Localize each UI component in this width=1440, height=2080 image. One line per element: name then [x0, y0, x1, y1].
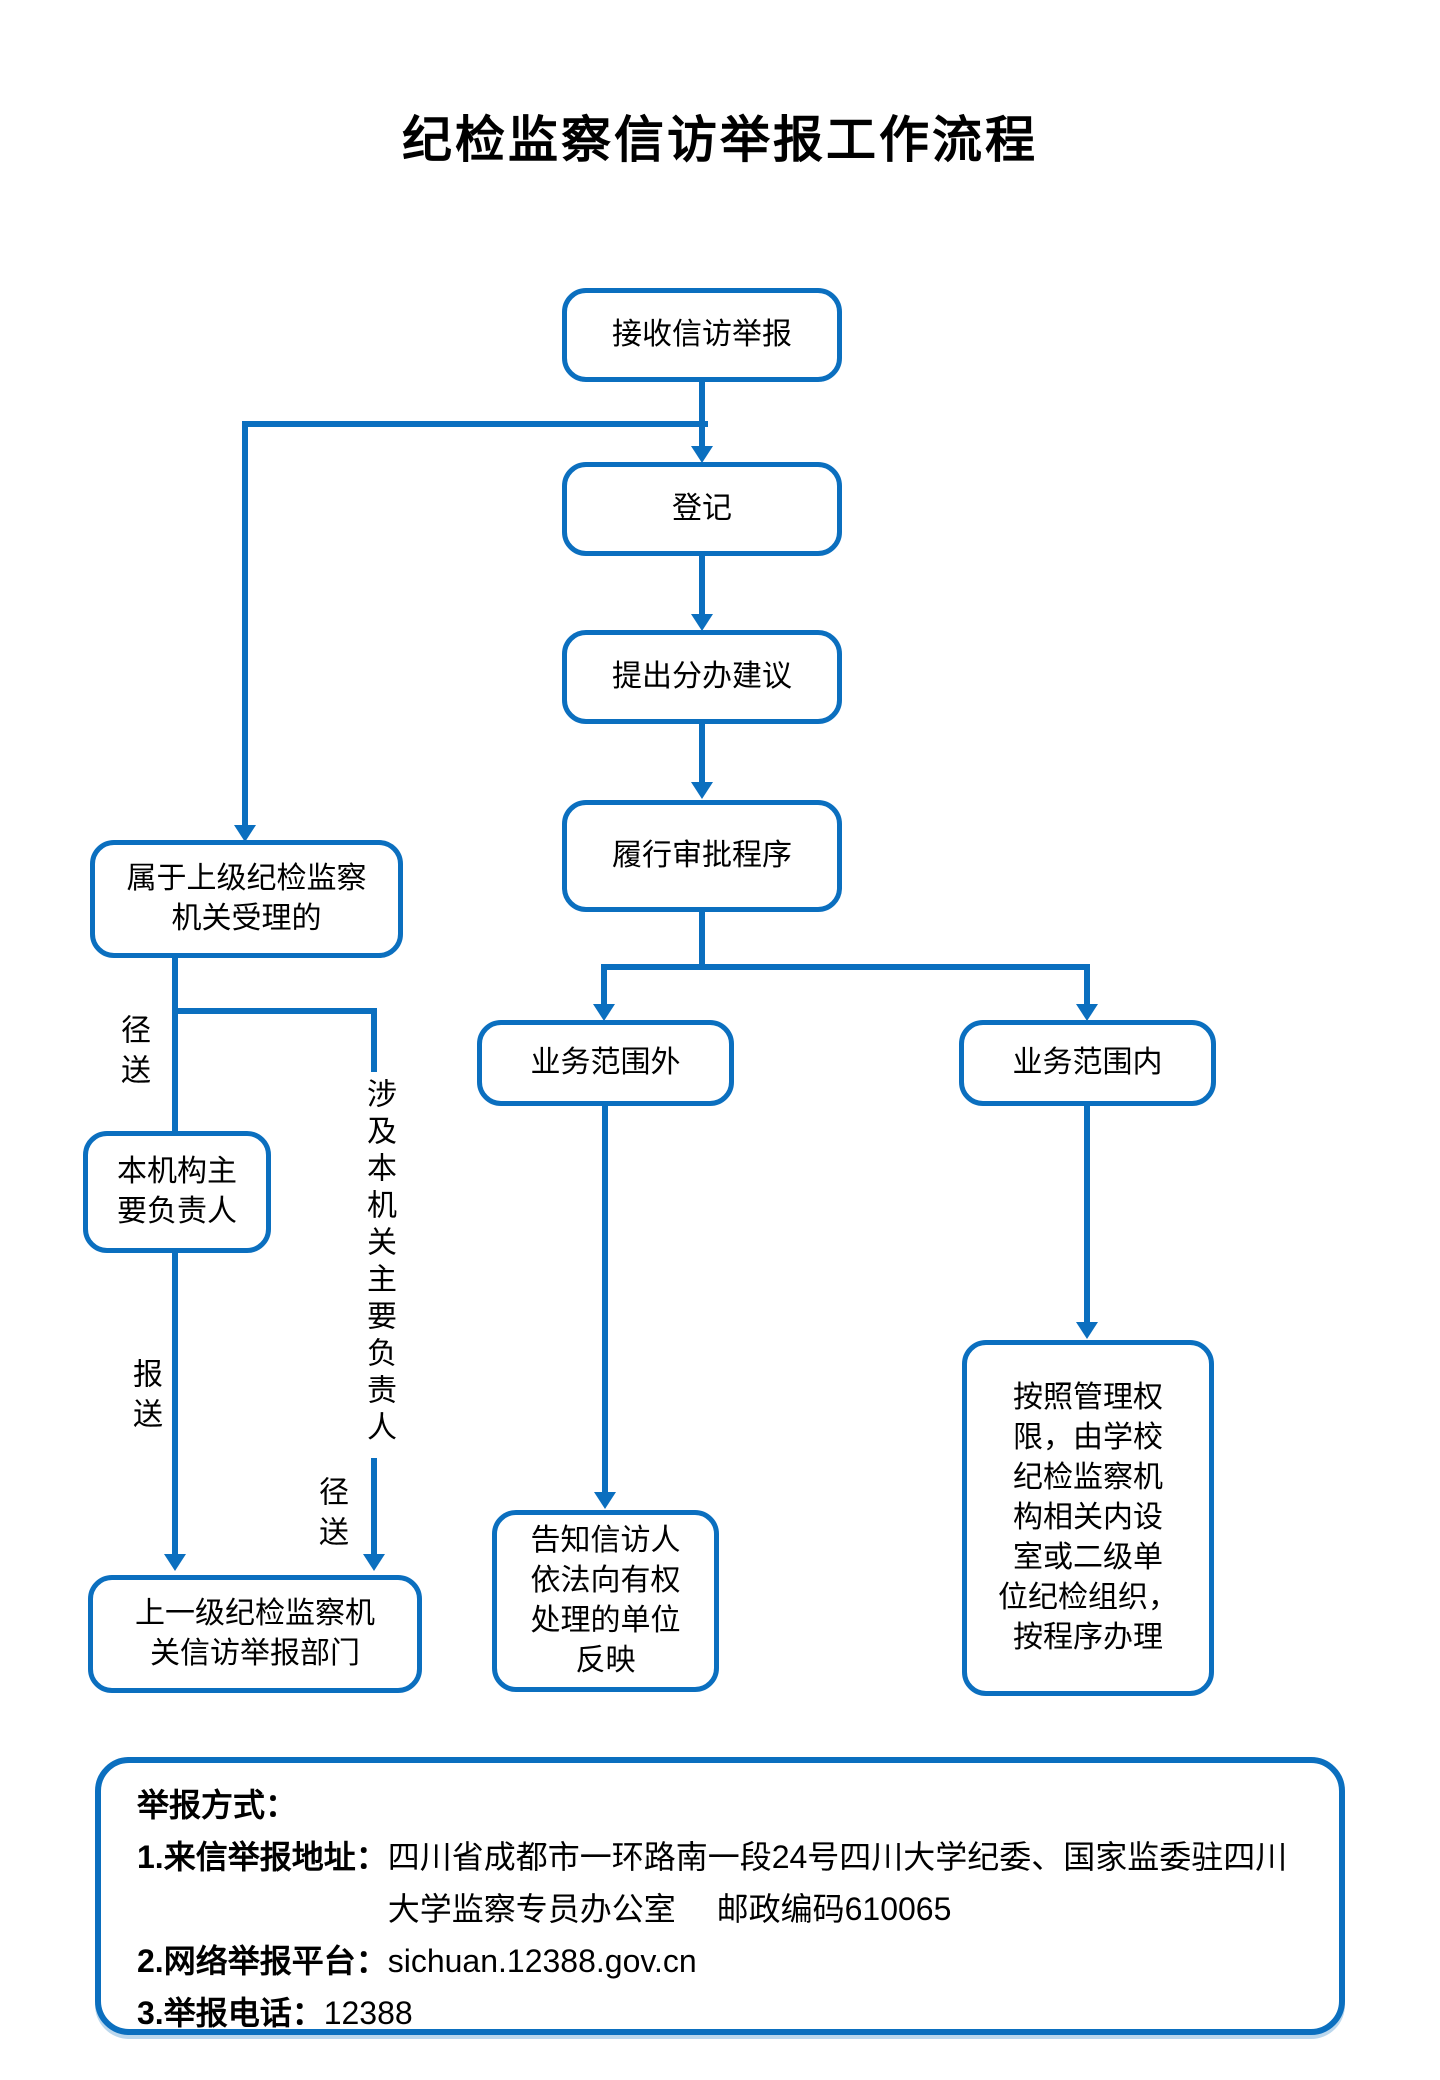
- node-suggest-assignment: 提出分办建议: [562, 630, 842, 724]
- connector-org-head-upper-dept: [172, 1253, 178, 1556]
- connector-approval-split-stem: [699, 912, 705, 970]
- arrowhead-upper-dept-right: [363, 1554, 385, 1571]
- arrowhead-handle: [1076, 1322, 1098, 1339]
- report-method-mail: 1.来信举报地址： 四川省成都市一环路南一段24号四川大学纪委、国家监委驻四川 …: [137, 1831, 1315, 1935]
- report-method-phone: 3.举报电话： 12388: [137, 1987, 1315, 2039]
- connector-suggest-approval: [699, 724, 705, 784]
- connector-split-horizontal: [601, 964, 1090, 970]
- connector-in-scope-handle: [1084, 1106, 1090, 1324]
- arrowhead-upper-accept: [234, 825, 256, 842]
- connector-split-in: [1084, 970, 1090, 1006]
- report-methods-box: 举报方式： 1.来信举报地址： 四川省成都市一环路南一段24号四川大学纪委、国家…: [95, 1757, 1345, 2035]
- report-method-web-value: sichuan.12388.gov.cn: [387, 1943, 697, 1979]
- report-method-mail-label: 1.来信举报地址：: [137, 1839, 388, 1875]
- connector-register-suggest: [699, 556, 705, 616]
- report-method-phone-label: 3.举报电话：: [137, 1995, 324, 2031]
- connector-branch-left-vertical: [242, 427, 248, 827]
- report-method-web-label: 2.网络举报平台：: [137, 1943, 388, 1979]
- node-org-head: 本机构主 要负责人: [83, 1131, 271, 1253]
- node-inside-scope: 业务范围内: [959, 1020, 1216, 1106]
- node-handle-by-authority: 按照管理权 限，由学校 纪检监察机 构相关内设 室或二级单 位纪检组织， 按程序…: [962, 1340, 1214, 1696]
- arrowhead-approval: [691, 782, 713, 799]
- node-receive-report: 接收信访举报: [562, 288, 842, 382]
- connector-involve-vertical-top: [371, 1014, 377, 1072]
- edge-label-submit: 报送: [128, 1358, 161, 1438]
- edge-label-involve-head: 涉及本机关主要负责人: [362, 1078, 395, 1448]
- arrowhead-suggest: [691, 614, 713, 631]
- report-methods-heading: 举报方式：: [137, 1787, 298, 1823]
- connector-branch-left-horizontal: [242, 421, 708, 427]
- report-method-web: 2.网络举报平台： sichuan.12388.gov.cn: [137, 1935, 1315, 1987]
- arrowhead-upper-dept-left: [164, 1554, 186, 1571]
- arrowhead-in-scope: [1076, 1004, 1098, 1021]
- node-upper-dept: 上一级纪检监察机 关信访举报部门: [88, 1575, 422, 1693]
- page-title: 纪检监察信访举报工作流程: [402, 112, 1038, 168]
- arrowhead-inform: [594, 1492, 616, 1509]
- connector-split-out: [601, 970, 607, 1006]
- edge-label-direct-send-1: 径送: [116, 1014, 149, 1094]
- connector-involve-horizontal: [172, 1008, 377, 1014]
- node-outside-scope: 业务范围外: [477, 1020, 734, 1106]
- edge-label-direct-send-2: 径送: [314, 1476, 347, 1556]
- report-method-phone-value: 12388: [323, 1995, 413, 2031]
- arrowhead-out-scope: [593, 1004, 615, 1021]
- node-approval-procedure: 履行审批程序: [562, 800, 842, 912]
- connector-out-scope-inform: [602, 1106, 608, 1494]
- arrowhead-register: [691, 446, 713, 463]
- node-register: 登记: [562, 462, 842, 556]
- node-upper-level-accept: 属于上级纪检监察 机关受理的: [90, 840, 403, 958]
- report-method-mail-value: 四川省成都市一环路南一段24号四川大学纪委、国家监委驻四川 大学监察专员办公室 …: [387, 1839, 1288, 1927]
- node-inform-petitioner: 告知信访人 依法向有权 处理的单位 反映: [492, 1510, 719, 1692]
- connector-receive-register: [699, 382, 705, 448]
- connector-involve-vertical-bottom: [371, 1458, 377, 1556]
- connector-upper-accept-org-head: [172, 958, 178, 1131]
